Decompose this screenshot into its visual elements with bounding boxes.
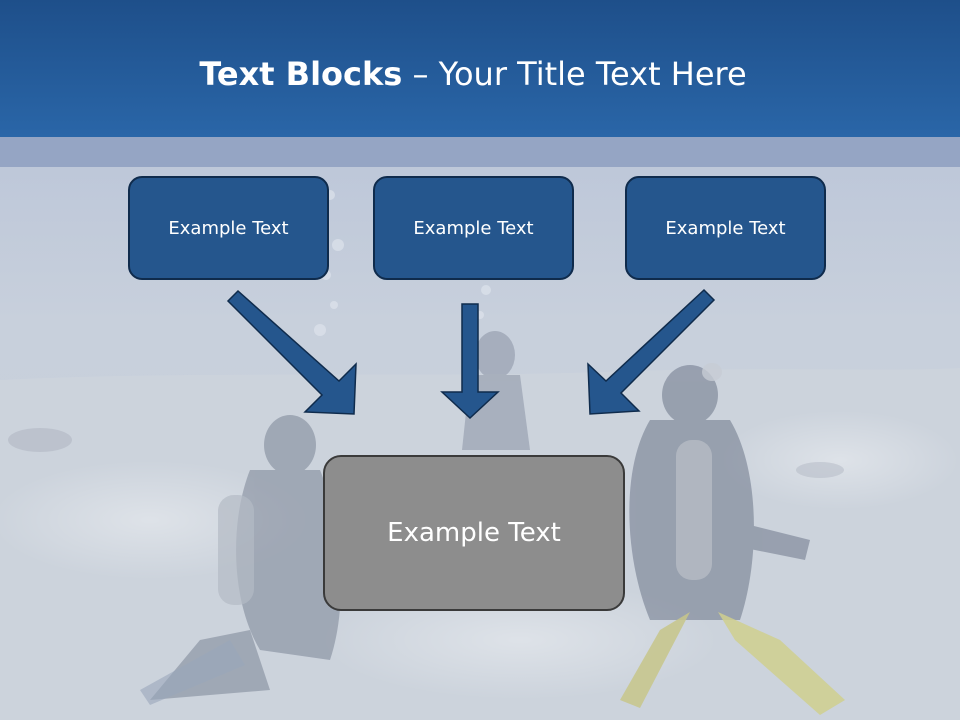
main-text-block[interactable]: Example Text (323, 455, 625, 611)
text-block-3[interactable]: Example Text (625, 176, 826, 280)
text-block-2[interactable]: Example Text (373, 176, 574, 280)
text-block-1-label: Example Text (168, 217, 289, 239)
title-bar-strip (0, 137, 960, 167)
slide-title-bold: Text Blocks (199, 55, 403, 93)
text-block-2-label: Example Text (413, 217, 534, 239)
title-bar (0, 0, 960, 137)
slide-title-rest: – Your Title Text Here (402, 55, 747, 93)
text-block-3-label: Example Text (665, 217, 786, 239)
slide-title[interactable]: Text Blocks – Your Title Text Here (0, 54, 946, 94)
main-text-block-label: Example Text (387, 518, 561, 548)
text-block-1[interactable]: Example Text (128, 176, 329, 280)
